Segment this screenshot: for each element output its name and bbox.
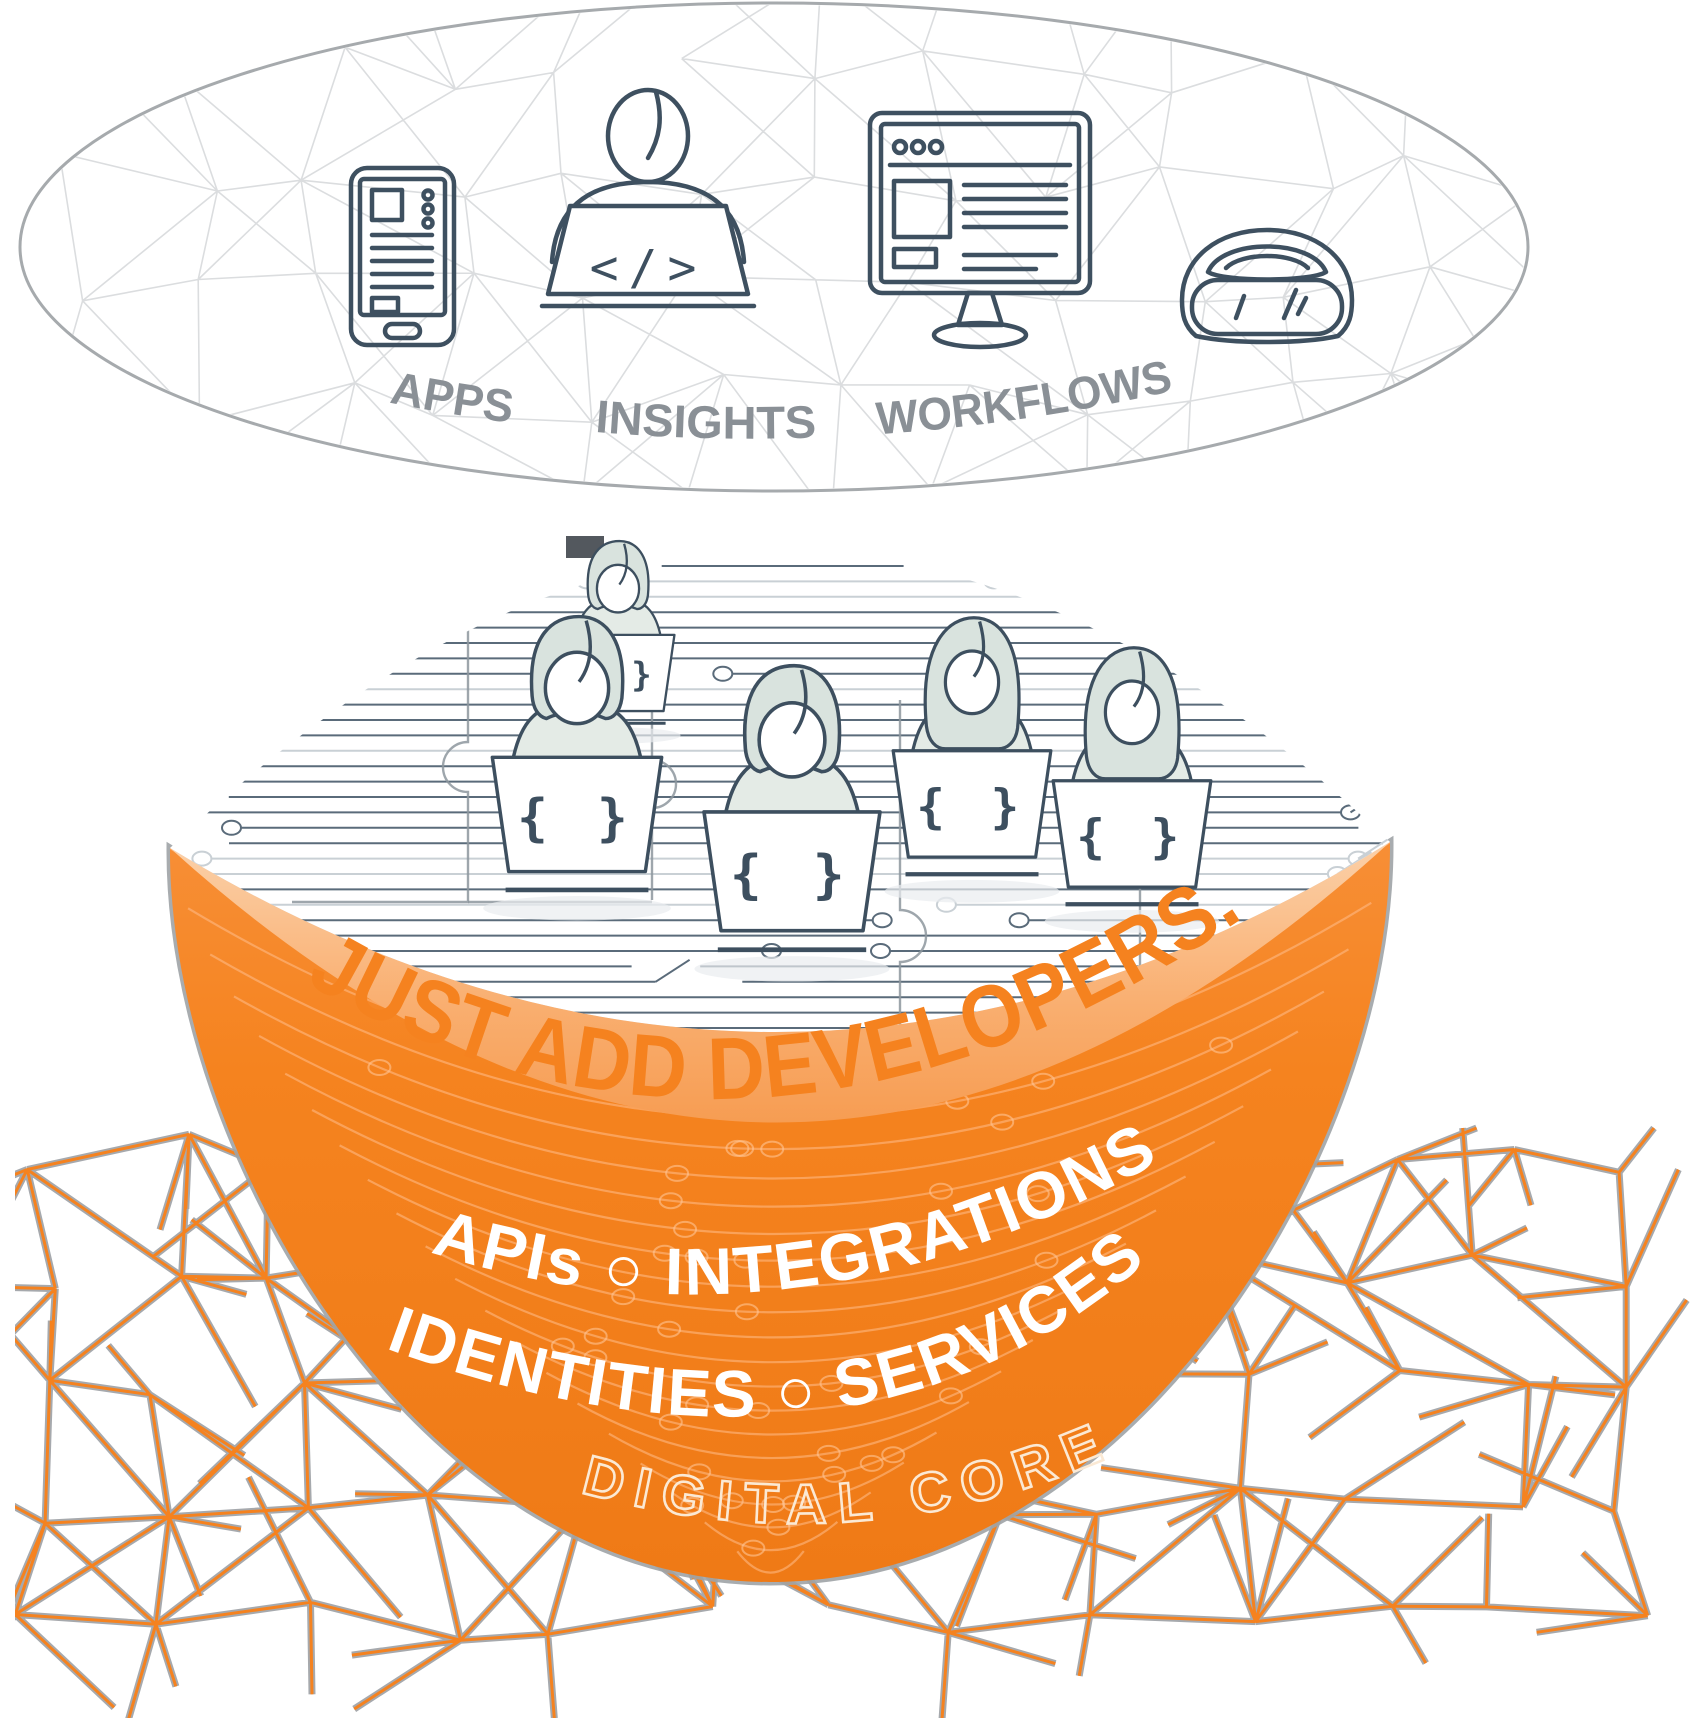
top-platform: </> APPS INSIGHTS <box>18 1 1530 493</box>
digital-core-bowl <box>166 835 1394 1586</box>
laptop-code-text: { } <box>730 845 854 906</box>
developer-figure: { } <box>1045 648 1220 933</box>
coder-code-text: </> <box>590 240 707 296</box>
bowl-inner-rim <box>170 842 1390 1123</box>
laptop-code-text: { } <box>1076 810 1187 865</box>
mobile-app-icon <box>348 165 457 348</box>
developer-figure: { } <box>483 617 671 921</box>
laptop-code-text: { } <box>916 780 1027 835</box>
platform-ellipse <box>18 1 1530 493</box>
developer-figure: { } <box>885 618 1060 903</box>
platform-label-insights: INSIGHTS <box>594 390 817 449</box>
laptop-code-text: { } <box>517 789 637 848</box>
dashboard-monitor-icon <box>867 110 1093 350</box>
coder-icon: </> <box>539 87 757 309</box>
smart-device-icon <box>1179 227 1355 345</box>
developer-figure: { } <box>694 666 889 982</box>
